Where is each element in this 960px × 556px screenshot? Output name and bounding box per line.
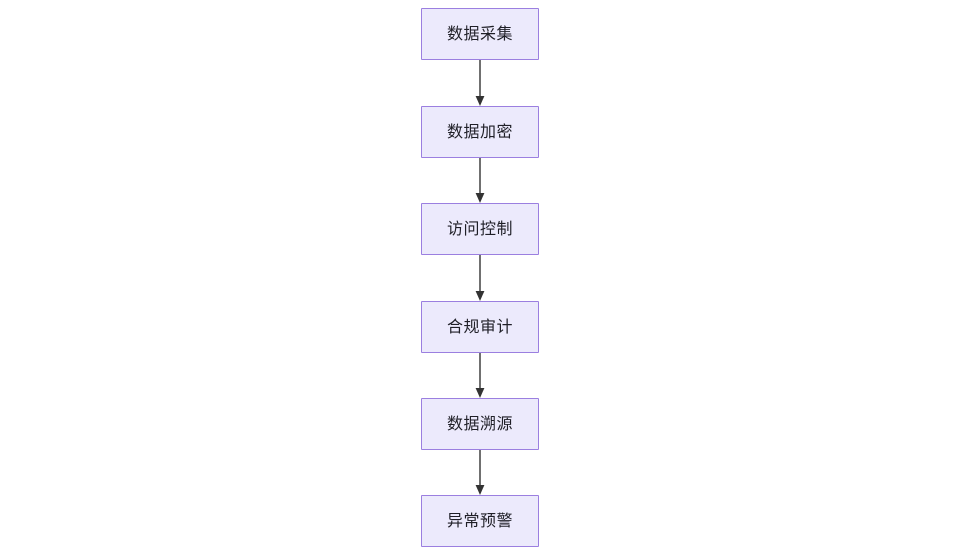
flow-edge-n2-n3 [470,158,490,203]
arrow-icon [475,255,485,301]
flow-node-data-collection[interactable]: 数据采集 [421,8,539,60]
flow-node-label: 数据采集 [446,24,513,43]
flow-node-label: 数据溯源 [446,414,513,433]
flow-node-label: 异常预警 [446,511,513,530]
flow-node-compliance-audit[interactable]: 合规审计 [421,301,539,353]
flow-edge-n4-n5 [470,353,490,398]
flow-node-access-control[interactable]: 访问控制 [421,203,539,255]
flow-node-label: 数据加密 [446,122,513,141]
arrow-icon [475,353,485,398]
flow-node-anomaly-alert[interactable]: 异常预警 [421,495,539,547]
flow-node-data-provenance[interactable]: 数据溯源 [421,398,539,450]
flow-node-data-encryption[interactable]: 数据加密 [421,106,539,158]
flow-edge-n3-n4 [470,255,490,301]
arrow-icon [475,450,485,495]
flow-edge-n5-n6 [470,450,490,495]
flow-edge-n1-n2 [470,60,490,106]
arrow-icon [475,60,485,106]
arrow-icon [475,158,485,203]
flow-node-label: 合规审计 [446,317,513,336]
flow-node-label: 访问控制 [446,219,513,238]
